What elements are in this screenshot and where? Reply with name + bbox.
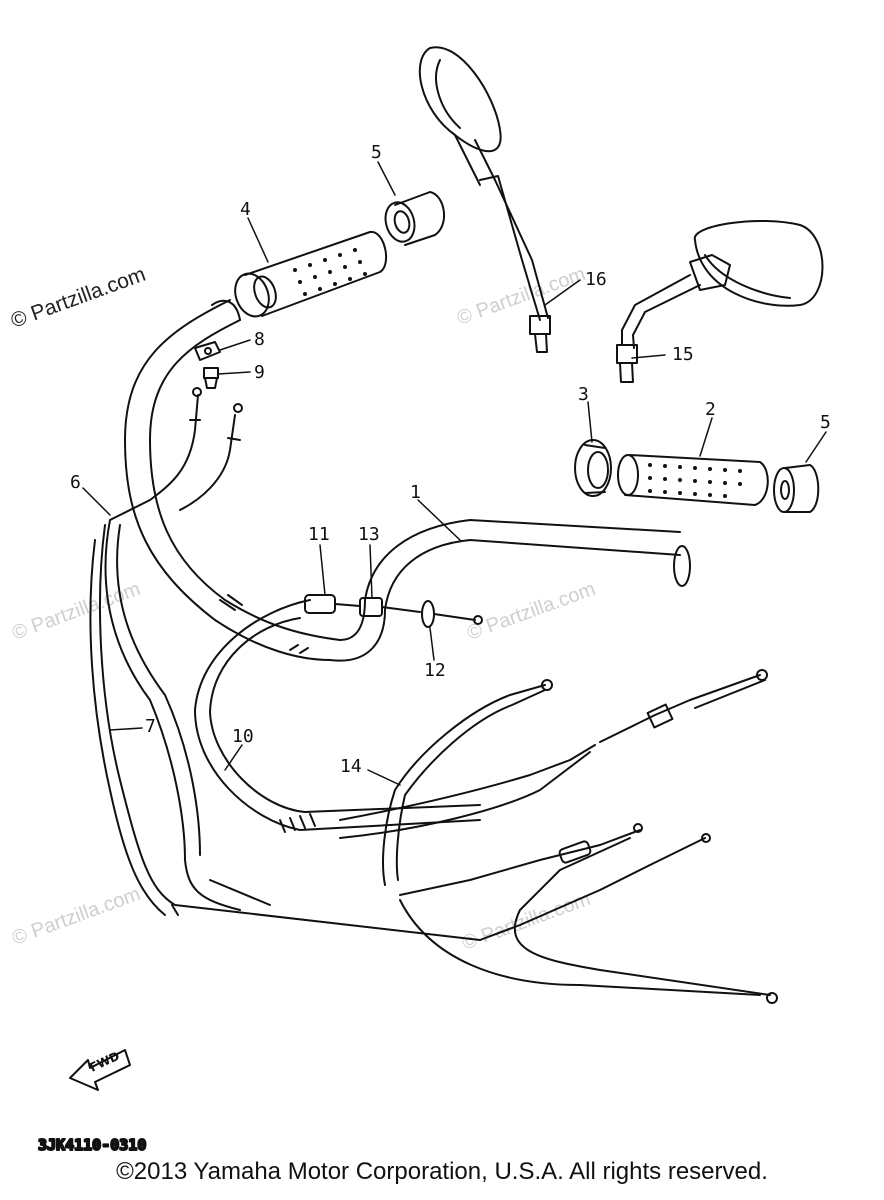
callout-8: 8 [254, 329, 265, 350]
watermark-text: © Partzilla.com [9, 883, 143, 950]
grip-2 [617, 454, 769, 506]
cable-10 [194, 599, 481, 833]
callout-12: 12 [424, 660, 446, 681]
watermark-primary: © Partzilla.com [8, 263, 149, 333]
screw-9 [203, 367, 219, 389]
callout-14: 14 [340, 756, 362, 777]
adjuster-11-13-12 [304, 594, 483, 628]
callout-3: 3 [578, 384, 589, 405]
callout-16: 16 [585, 269, 607, 290]
throttle-cables [339, 669, 778, 1004]
watermark-text: © Partzilla.com [454, 263, 588, 330]
callout-2: 2 [705, 399, 716, 420]
mirror-16 [418, 46, 551, 353]
callout-13: 13 [358, 524, 380, 545]
callout-15: 15 [672, 344, 694, 365]
grip-holder-3 [574, 439, 612, 497]
callout-9: 9 [254, 362, 265, 383]
leader-lines [82, 161, 827, 786]
callout-7: 7 [145, 716, 156, 737]
cable-7 [89, 524, 481, 941]
fwd-arrow-icon: FWD [69, 1049, 131, 1091]
cable-14 [382, 679, 553, 886]
grip-4 [234, 231, 388, 318]
diagram-code: 3JK4110-0310 [38, 1136, 146, 1154]
callout-4: 4 [240, 199, 251, 220]
callout-6: 6 [70, 472, 81, 493]
cable-6 [104, 387, 243, 911]
nut-8 [194, 341, 221, 361]
callouts: 5 4 8 9 16 15 3 2 5 1 6 7 10 11 13 12 14 [70, 142, 831, 777]
callout-5-right: 5 [820, 412, 831, 433]
handlebar-1 [124, 299, 691, 662]
callout-1: 1 [410, 482, 421, 503]
mirror-15 [616, 220, 824, 383]
copyright-notice: ©2013 Yamaha Motor Corporation, U.S.A. A… [116, 1158, 768, 1185]
watermark-text: © Partzilla.com [464, 578, 598, 645]
callout-10: 10 [232, 726, 254, 747]
callout-11: 11 [308, 524, 330, 545]
bar-end-5-right [773, 464, 820, 513]
bar-end-5-upper [384, 191, 445, 246]
callout-5: 5 [371, 142, 382, 163]
watermarks: © Partzilla.com © Partzilla.com © Partzi… [8, 263, 599, 955]
